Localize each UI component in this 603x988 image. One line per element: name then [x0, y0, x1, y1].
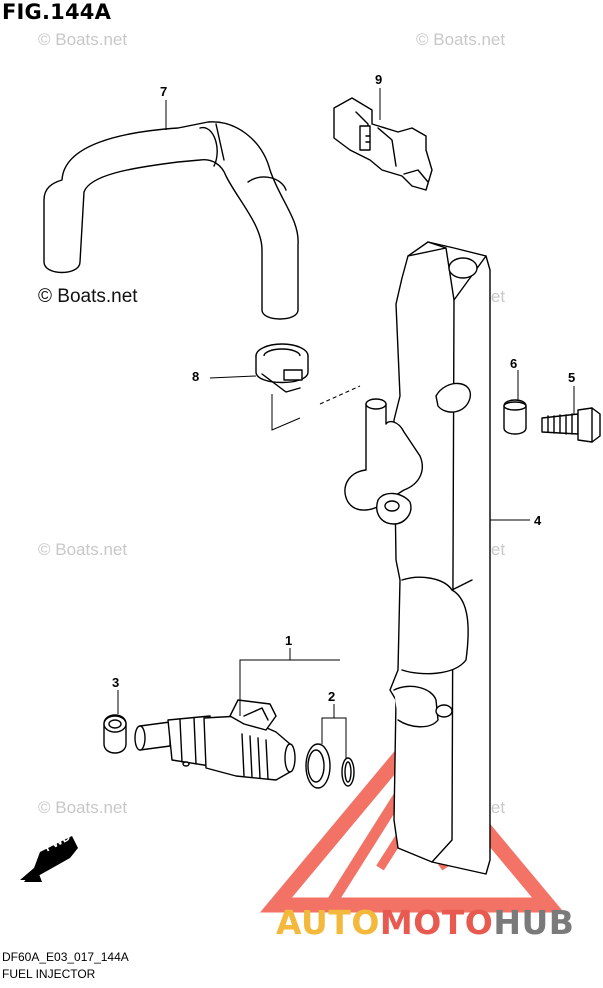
- callout-part-4: 4: [534, 513, 542, 528]
- callout-part-3: 3: [112, 675, 120, 690]
- leader-lines: [117, 88, 575, 758]
- fwd-arrow-icon: [20, 836, 78, 882]
- hose-part-7: [43, 121, 299, 320]
- figure-title: FIG.144A: [2, 0, 112, 24]
- callout-part-2: 2: [328, 689, 336, 704]
- callout-part-6: 6: [510, 356, 518, 371]
- watermark: © Boats.net: [38, 30, 128, 49]
- callout-part-1: 1: [285, 633, 293, 648]
- footer-name: FUEL INJECTOR: [2, 967, 96, 981]
- injector-part-1: [134, 699, 296, 781]
- watermark: © Boats.net: [416, 30, 506, 49]
- callout-part-8: 8: [192, 369, 200, 384]
- brand-part-c: HUB: [493, 903, 575, 942]
- brand-part-a: AUTO: [276, 903, 380, 942]
- callout-part-9: 9: [375, 72, 383, 87]
- fuel-rail-part-4: [344, 241, 491, 875]
- clip-part-9: [333, 97, 433, 191]
- watermark-dark: © Boats.net: [38, 286, 138, 307]
- o-ring-part-2: [305, 743, 355, 789]
- clamp-part-8: [255, 343, 309, 393]
- spacer-part-6: [503, 399, 527, 435]
- watermark: © Boats.net: [38, 798, 128, 817]
- bolt-part-5: [541, 407, 601, 443]
- brand-logo: AUTOMOTOHUB: [276, 903, 574, 942]
- grommet-part-3: [103, 714, 127, 754]
- callout-part-5: 5: [568, 370, 576, 385]
- watermark: © Boats.net: [38, 540, 128, 559]
- footer-code: DF60A_E03_017_144A: [2, 950, 129, 964]
- callout-part-7: 7: [160, 84, 168, 99]
- brand-part-b: MOTO: [379, 903, 494, 942]
